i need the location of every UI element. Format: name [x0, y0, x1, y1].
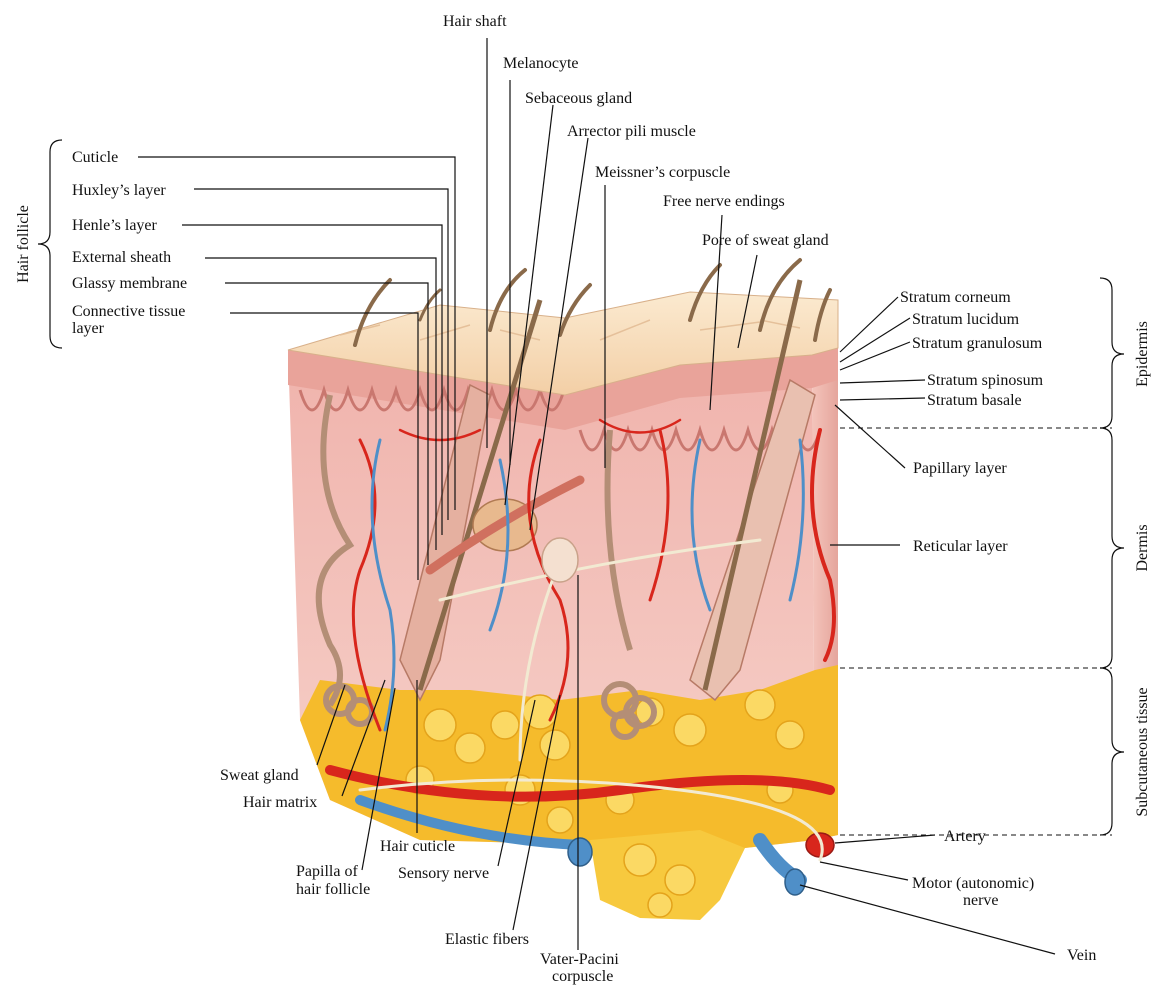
label-vater-pacini-line2: corpuscle: [552, 968, 613, 985]
label-connective-tissue-line1: Connective tissue: [72, 303, 185, 320]
vein-cut-end: [785, 869, 805, 895]
vater-pacini-shape: [542, 538, 578, 582]
label-elastic-fibers: Elastic fibers: [445, 931, 529, 948]
label-reticular-layer: Reticular layer: [913, 538, 1008, 555]
label-sensory-nerve: Sensory nerve: [398, 865, 489, 882]
label-stratum-basale: Stratum basale: [927, 392, 1022, 409]
label-papillary-layer: Papillary layer: [913, 460, 1007, 477]
label-sebaceous-gland: Sebaceous gland: [525, 90, 632, 107]
label-connective-tissue-line2: layer: [72, 320, 105, 337]
label-cuticle: Cuticle: [72, 149, 118, 166]
label-motor-nerve-line2: nerve: [963, 892, 999, 909]
vein-cut-end-2: [568, 838, 592, 866]
label-vater-pacini-line1: Vater-Pacini: [540, 951, 619, 968]
label-vein: Vein: [1067, 947, 1096, 964]
label-melanocyte: Melanocyte: [503, 55, 579, 72]
label-stratum-spinosum: Stratum spinosum: [927, 372, 1044, 389]
label-huxleys-layer: Huxley’s layer: [72, 182, 166, 199]
label-stratum-lucidum: Stratum lucidum: [912, 311, 1020, 328]
label-henles-layer: Henle’s layer: [72, 217, 158, 234]
label-hair-shaft: Hair shaft: [443, 13, 507, 30]
epidermis-brace: [1100, 278, 1124, 428]
label-stratum-granulosum: Stratum granulosum: [912, 335, 1043, 352]
label-free-nerve-endings: Free nerve endings: [663, 193, 785, 210]
label-hair-cuticle: Hair cuticle: [380, 838, 455, 855]
label-pore-of-sweat-gland: Pore of sweat gland: [702, 232, 829, 249]
dermis-brace: [1100, 428, 1124, 668]
subcutaneous-brace: [1100, 668, 1124, 835]
label-motor-nerve-line1: Motor (autonomic): [912, 875, 1034, 892]
label-papilla-line1: Papilla of: [296, 863, 358, 880]
group-label-epidermis: Epidermis: [1134, 321, 1151, 387]
label-sweat-gland: Sweat gland: [220, 767, 299, 784]
group-label-hair-follicle: Hair follicle: [15, 205, 32, 283]
label-glassy-membrane: Glassy membrane: [72, 275, 187, 292]
label-papilla-line2: hair follicle: [296, 881, 370, 898]
label-artery: Artery: [944, 828, 986, 845]
label-stratum-corneum: Stratum corneum: [900, 289, 1011, 306]
group-label-subcutaneous-tissue: Subcutaneous tissue: [1134, 687, 1151, 816]
label-meissners-corpuscle: Meissner’s corpuscle: [595, 164, 730, 181]
group-label-dermis: Dermis: [1134, 524, 1151, 571]
hair-follicle-brace: [38, 140, 62, 348]
label-hair-matrix: Hair matrix: [243, 794, 317, 811]
label-arrector-pili-muscle: Arrector pili muscle: [567, 123, 696, 140]
label-external-sheath: External sheath: [72, 249, 171, 266]
